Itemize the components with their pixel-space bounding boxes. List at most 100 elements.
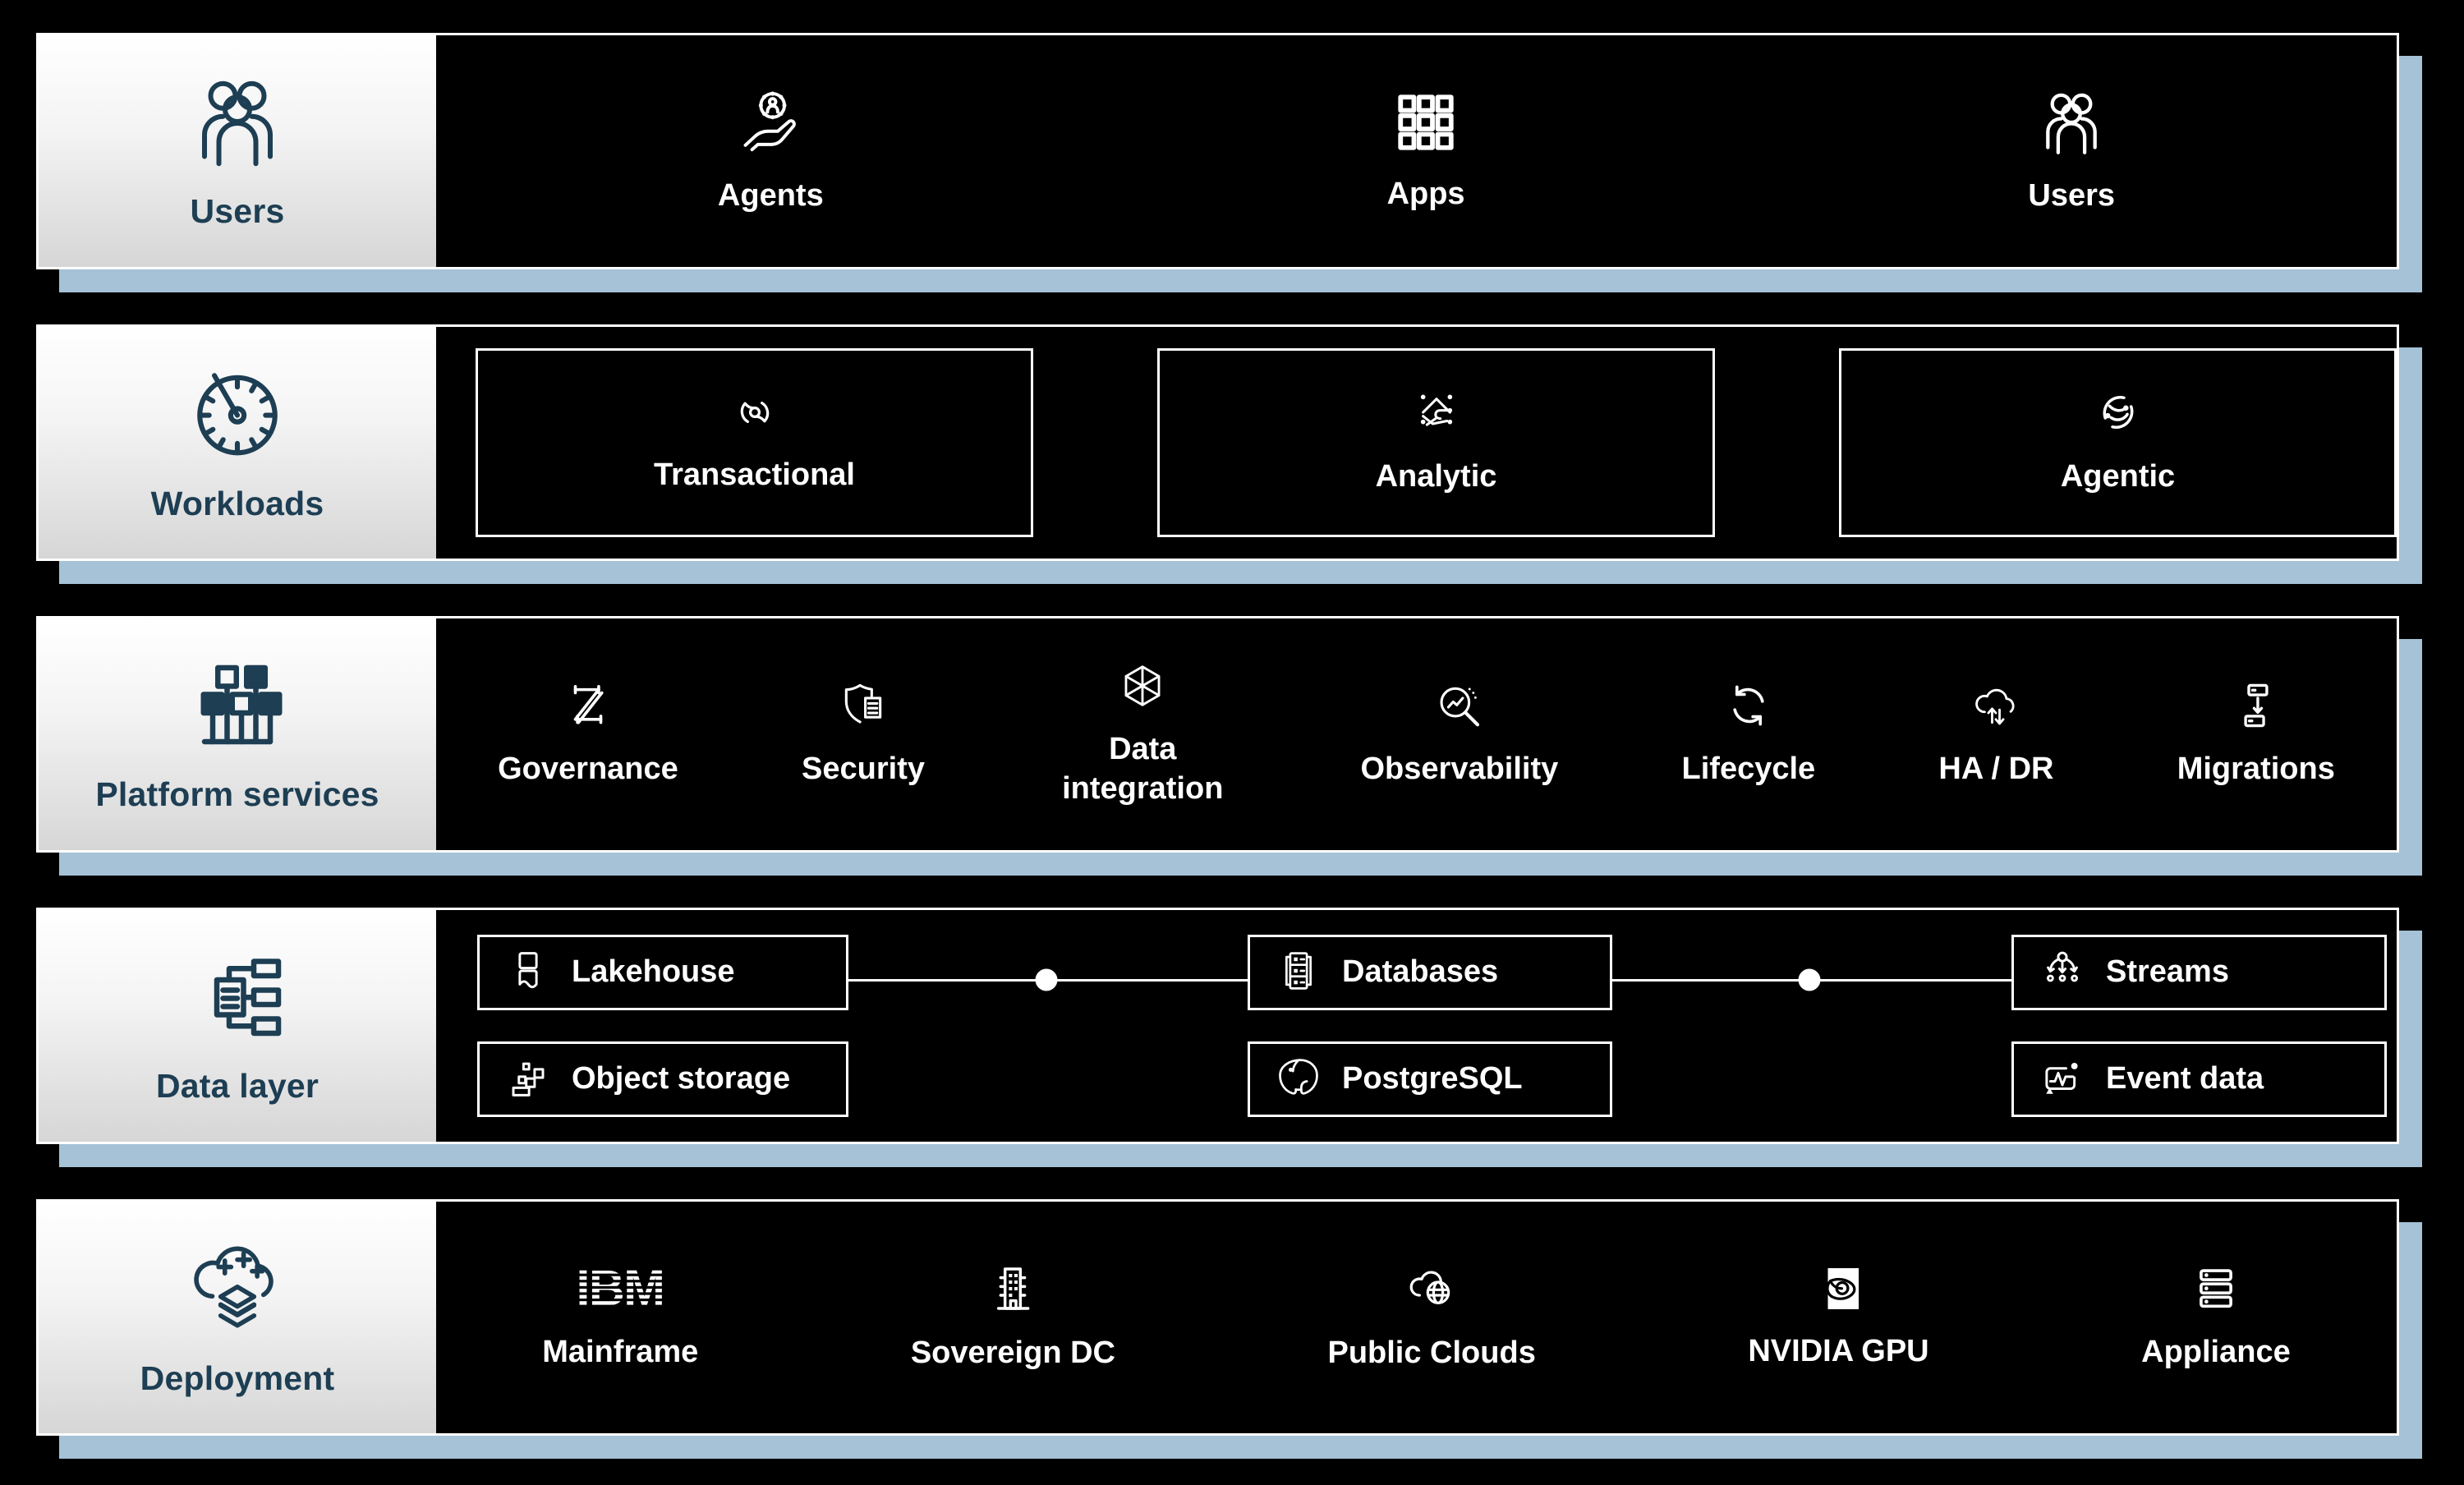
nvidia-gpu-item: NVIDIA GPU [1748, 1264, 1929, 1372]
agentic-label: Agentic [2060, 458, 2176, 494]
governance-icon [563, 680, 614, 735]
streams-column: Streams Event data [2011, 935, 2387, 1117]
observability-item: Observability [1360, 680, 1559, 789]
platform-label-cell: Platform services [39, 618, 436, 850]
observability-magnifier-icon [1434, 680, 1485, 735]
lakehouse-box: Lakehouse [477, 935, 848, 1010]
analytic-network-icon [1414, 389, 1460, 439]
event-data-box: Event data [2011, 1041, 2387, 1117]
data-layer-row-title: Data layer [155, 1066, 319, 1105]
databases-rack-icon [1276, 949, 1321, 997]
workloads-content: Transactional Analytic Agentic [436, 327, 2397, 559]
connector-dot-left [1035, 968, 1058, 991]
platform-row-title: Platform services [95, 775, 379, 813]
apps-item: Apps [1387, 89, 1465, 214]
platform-row-box: Platform services Governance Security Da [36, 616, 2399, 853]
platform-content: Governance Security Data integration [436, 618, 2397, 850]
event-data-label: Event data [2106, 1061, 2264, 1097]
security-label: Security [802, 751, 925, 786]
gauge-icon [187, 363, 287, 463]
users-item-group-icon [2036, 87, 2107, 162]
transactional-box: Transactional [476, 348, 1033, 537]
workloads-label-cell: Workloads [39, 327, 436, 559]
object-storage-label: Object storage [572, 1061, 791, 1097]
platform-levels-icon [188, 655, 287, 754]
deployment-label-cell: Deployment [39, 1202, 436, 1433]
data-layer-content: Lakehouse Object storage Datab [436, 910, 2397, 1142]
workloads-row-title: Workloads [150, 484, 324, 522]
public-clouds-item: Public Clouds [1327, 1262, 1536, 1373]
public-clouds-label: Public Clouds [1327, 1335, 1536, 1370]
cloud-globe-icon [1405, 1262, 1458, 1319]
row-deployment: Deployment IBM Mainframe [36, 1199, 2399, 1436]
appliance-label: Appliance [2141, 1334, 2291, 1369]
data-tree-icon [188, 947, 287, 1046]
object-storage-icon [506, 1055, 550, 1104]
appliance-item: Appliance [2141, 1263, 2291, 1372]
lakehouse-column: Lakehouse Object storage [477, 935, 848, 1117]
lifecycle-refresh-icon [1723, 680, 1774, 735]
migrations-label: Migrations [2177, 751, 2335, 786]
analytic-label: Analytic [1375, 458, 1497, 494]
row-data-layer: Data layer Lakehouse Object storage [36, 908, 2399, 1144]
connector-dot-right [1798, 968, 1821, 991]
data-integration-item: Data integration [1048, 660, 1237, 808]
users-label-cell: Users [39, 35, 436, 267]
analytic-box: Analytic [1157, 348, 1715, 537]
workloads-row-box: Workloads Transactional Analytic [36, 324, 2399, 561]
governance-item: Governance [498, 680, 678, 789]
governance-label: Governance [498, 751, 678, 786]
lifecycle-label: Lifecycle [1681, 751, 1816, 786]
transactional-cycle-icon [733, 391, 776, 438]
row-platform-services: Platform services Governance Security Da [36, 616, 2399, 853]
databases-box: Databases [1248, 935, 1612, 1010]
security-item: Security [802, 680, 925, 789]
row-users: Users Agents Apps [36, 33, 2399, 269]
nvidia-gpu-label: NVIDIA GPU [1748, 1333, 1929, 1368]
agents-item: Agents [718, 87, 824, 216]
cloud-stack-icon [187, 1238, 287, 1338]
databases-label: Databases [1342, 954, 1499, 990]
data-integration-hexagon-icon [1117, 660, 1168, 715]
migrations-item: Migrations [2177, 680, 2335, 789]
building-icon [986, 1262, 1039, 1319]
row-workloads: Workloads Transactional Analytic [36, 324, 2399, 561]
nvidia-logo [1811, 1264, 1865, 1317]
databases-column: Databases PostgreSQL [1248, 935, 1612, 1117]
streams-box: Streams [2011, 935, 2387, 1010]
ha-dr-cloud-icon [1970, 680, 2021, 735]
mainframe-label: Mainframe [542, 1334, 699, 1369]
event-data-pulse-icon [2040, 1055, 2085, 1104]
postgresql-label: PostgreSQL [1342, 1061, 1523, 1097]
ha-dr-label: HA / DR [1938, 751, 2054, 786]
appliance-servers-icon [2190, 1263, 2241, 1318]
data-integration-label: Data integration [1062, 732, 1224, 806]
migrations-boxes-icon [2231, 680, 2282, 735]
agentic-box: Agentic [1839, 348, 2397, 537]
data-layer-label-cell: Data layer [39, 910, 436, 1142]
users-group-icon [188, 72, 287, 171]
agentic-arrows-icon [2095, 389, 2141, 439]
ibm-logo: IBM [558, 1263, 683, 1318]
sovereign-dc-item: Sovereign DC [911, 1262, 1115, 1373]
lakehouse-label: Lakehouse [572, 954, 735, 990]
streams-fanout-icon [2040, 949, 2085, 997]
users-row-title: Users [190, 191, 285, 230]
users-row-box: Users Agents Apps [36, 33, 2399, 269]
deployment-row-box: Deployment IBM Mainframe [36, 1199, 2399, 1436]
agents-hand-icon [735, 87, 806, 162]
ha-dr-item: HA / DR [1938, 680, 2053, 789]
transactional-label: Transactional [654, 457, 855, 492]
deployment-content: IBM Mainframe So [436, 1202, 2397, 1433]
deployment-row-title: Deployment [140, 1359, 335, 1397]
object-storage-box: Object storage [477, 1041, 848, 1117]
observability-label: Observability [1360, 751, 1559, 786]
apps-grid-icon [1392, 89, 1460, 160]
lifecycle-item: Lifecycle [1681, 680, 1816, 789]
apps-label: Apps [1386, 176, 1465, 211]
users-item-label: Users [2028, 177, 2116, 213]
streams-label: Streams [2106, 954, 2229, 990]
lakehouse-icon [506, 949, 550, 997]
users-content: Agents Apps Users [436, 35, 2397, 267]
mainframe-item: IBM Mainframe [542, 1263, 698, 1372]
